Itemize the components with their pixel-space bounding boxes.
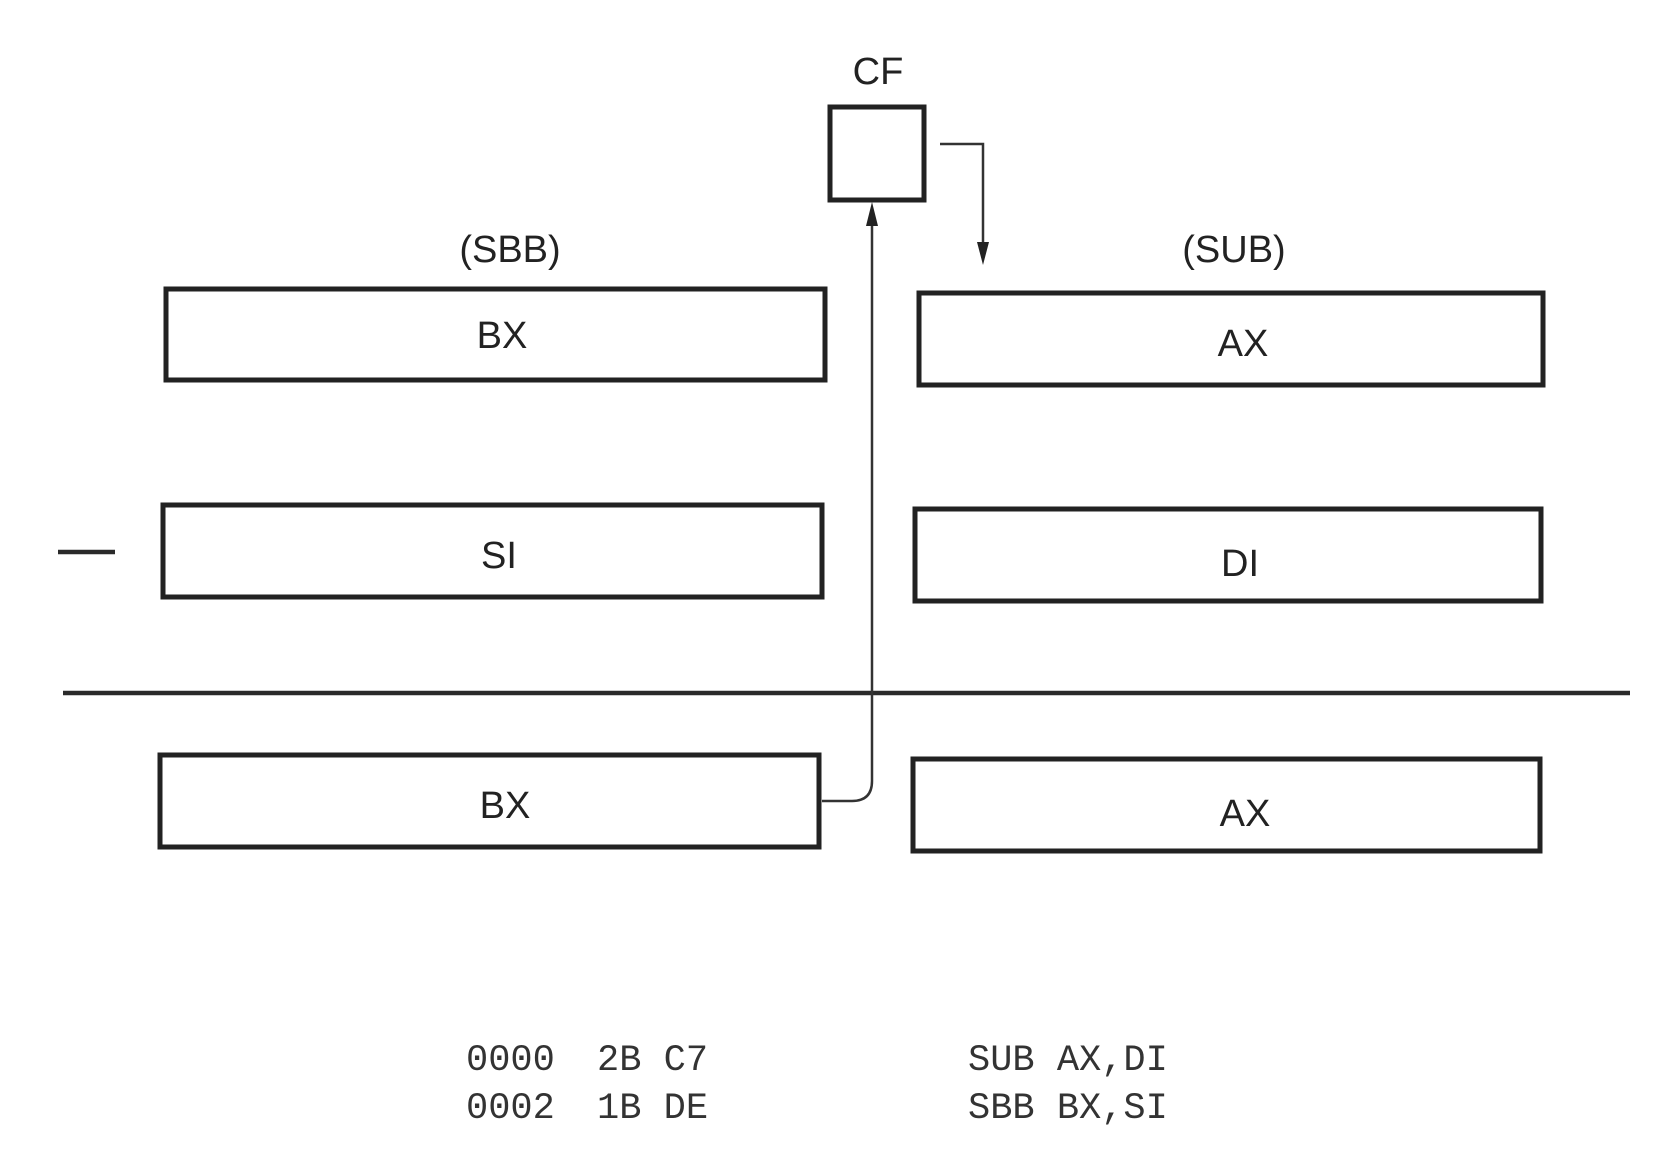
carry-out-arrowhead	[977, 242, 989, 265]
register-label-di: DI	[1221, 543, 1259, 585]
sub-operation-label: (SUB)	[1182, 229, 1285, 271]
listing-row-1-bytes: 2B C7	[597, 1040, 708, 1082]
carry-out-arrow	[940, 142, 985, 245]
register-box-si	[160, 502, 825, 600]
borrow-in-arrowhead	[866, 202, 878, 226]
register-box-bx-top	[163, 286, 828, 383]
carry-flag-label: CF	[853, 51, 904, 93]
register-box-ax-result	[910, 756, 1543, 854]
register-label-ax-result: AX	[1220, 793, 1271, 835]
register-label-bx-top: BX	[477, 315, 528, 357]
listing-row-1-instruction: SUB AX,DI	[968, 1040, 1168, 1082]
register-box-di	[912, 506, 1544, 604]
code-listing: 0000 2B C7 SUB AX,DI 0002 1B DE SBB BX,S…	[466, 1040, 1168, 1130]
register-box-bx-result	[157, 752, 822, 850]
listing-row-2-instruction: SBB BX,SI	[968, 1088, 1168, 1130]
sbb-operation-label: (SBB)	[459, 229, 560, 271]
listing-row-2-address: 0002	[466, 1088, 555, 1130]
listing-row-2-bytes: 1B DE	[597, 1088, 708, 1130]
listing-row-1-address: 0000	[466, 1040, 555, 1082]
register-label-si: SI	[481, 535, 517, 577]
register-box-ax-top	[916, 290, 1546, 388]
carry-flag-box	[827, 104, 927, 203]
register-label-ax-top: AX	[1218, 323, 1269, 365]
register-label-bx-result: BX	[480, 785, 531, 827]
borrow-in-line	[822, 225, 874, 803]
